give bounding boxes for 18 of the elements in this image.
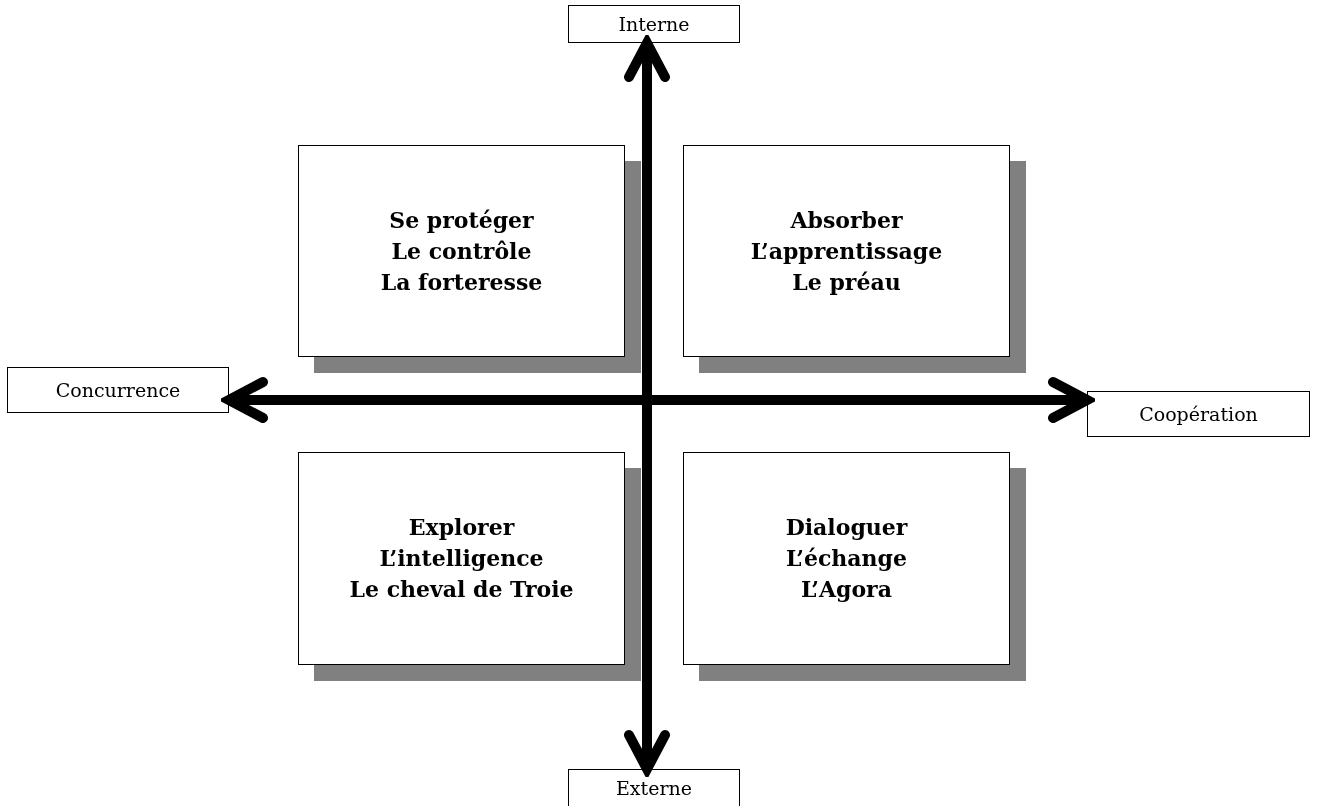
quadrant-text: L’Agora xyxy=(801,575,892,604)
axis-label: Concurrence xyxy=(7,367,229,413)
axis-arrow xyxy=(224,377,1092,423)
axis-label: Externe xyxy=(568,769,740,806)
axis-label: Interne xyxy=(568,5,740,43)
quadrant-text: Absorber xyxy=(790,205,903,235)
axis-arrow xyxy=(624,38,670,774)
quadrant-text: Le cheval de Troie xyxy=(349,575,574,604)
quadrant-text: L’apprentissage xyxy=(750,236,943,266)
quadrant-text: Le préau xyxy=(792,267,901,297)
quadrant-text: L’échange xyxy=(786,544,907,573)
axis-label: Coopération xyxy=(1087,391,1310,437)
quadrant-text: Se protéger xyxy=(389,205,534,235)
quadrant-text: Dialoguer xyxy=(785,513,908,542)
quadrant-text: L’intelligence xyxy=(379,544,544,573)
quadrant-text: Explorer xyxy=(408,513,515,542)
quadrant-text: Le contrôle xyxy=(391,236,532,266)
quadrant-text: La forteresse xyxy=(380,267,543,297)
